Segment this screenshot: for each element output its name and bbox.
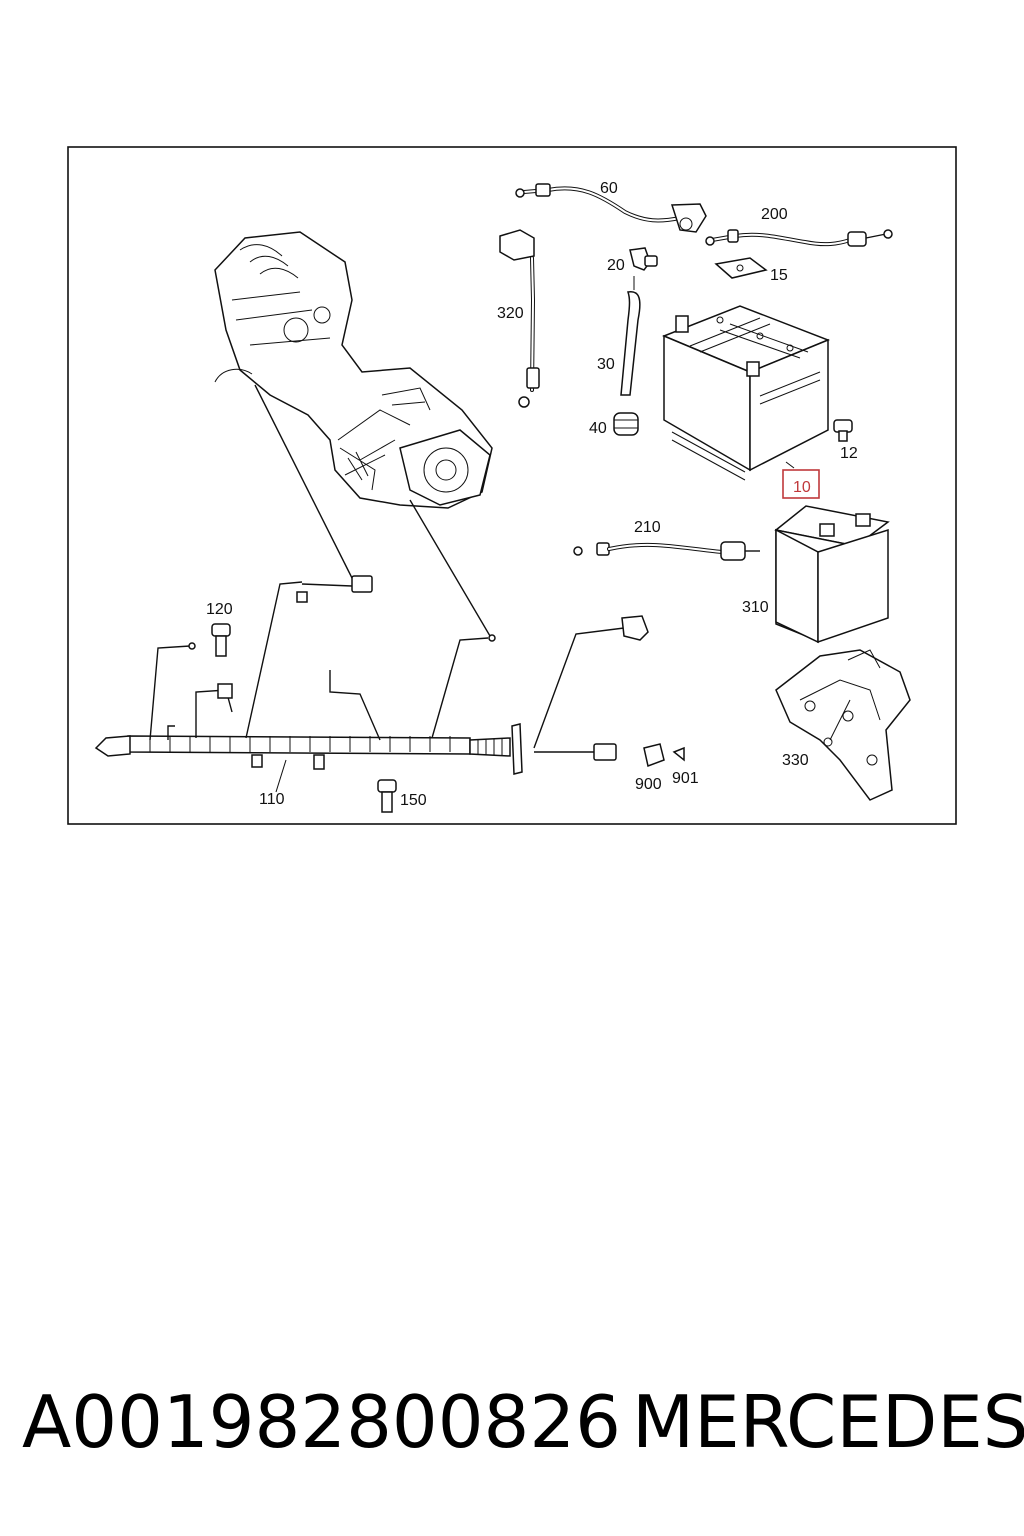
battery-cable-60: [515, 183, 707, 233]
vent-elbow-20: [629, 247, 658, 271]
callout-901: 901: [672, 770, 699, 787]
battery-cable-320: [499, 229, 540, 408]
callout-310: 310: [742, 599, 769, 616]
callout-150: 150: [400, 792, 427, 809]
callout-60: 60: [600, 180, 618, 197]
callout-40: 40: [589, 420, 607, 437]
part-number: A001982800826: [22, 1380, 621, 1464]
bolt-120: [211, 623, 231, 657]
wiring-harness-110: [94, 575, 649, 775]
callout-20: 20: [607, 257, 625, 274]
cover-plate-15: [714, 257, 768, 279]
callout-900: 900: [635, 776, 662, 793]
callout-15: 15: [770, 267, 788, 284]
callout-200: 200: [761, 206, 788, 223]
callout-120: 120: [206, 601, 233, 618]
battery-10: [662, 305, 831, 481]
callout-110: 110: [259, 791, 285, 808]
vent-hose-30: [620, 276, 641, 396]
bolt-150: [377, 779, 397, 813]
parts-diagram: 60 200 20 15 320 30 40 12 10 210 310 120…: [67, 146, 957, 825]
callout-320: 320: [497, 305, 524, 322]
grommet-40: [613, 412, 639, 436]
callout-210: 210: [634, 519, 661, 536]
aux-battery-310: [774, 505, 890, 644]
engine-assembly: [214, 231, 493, 509]
callout-330: 330: [782, 752, 809, 769]
leader-transmission-connector: [409, 499, 491, 637]
callout-30: 30: [597, 356, 615, 373]
connector-900: [643, 743, 665, 768]
callout-10: 10: [793, 479, 811, 496]
bracket-330: [775, 649, 911, 801]
footer: A001982800826 MERCEDES: [0, 1372, 1024, 1472]
bolt-12: [833, 419, 853, 442]
leader-engine-connector: [254, 384, 353, 579]
battery-cable-210: [573, 541, 760, 561]
callout-10-highlight-box: [782, 469, 820, 499]
pin-901: [672, 746, 685, 762]
brand-name: MERCEDES: [632, 1380, 1024, 1464]
callout-12: 12: [840, 445, 858, 462]
battery-cable-200: [705, 229, 893, 247]
